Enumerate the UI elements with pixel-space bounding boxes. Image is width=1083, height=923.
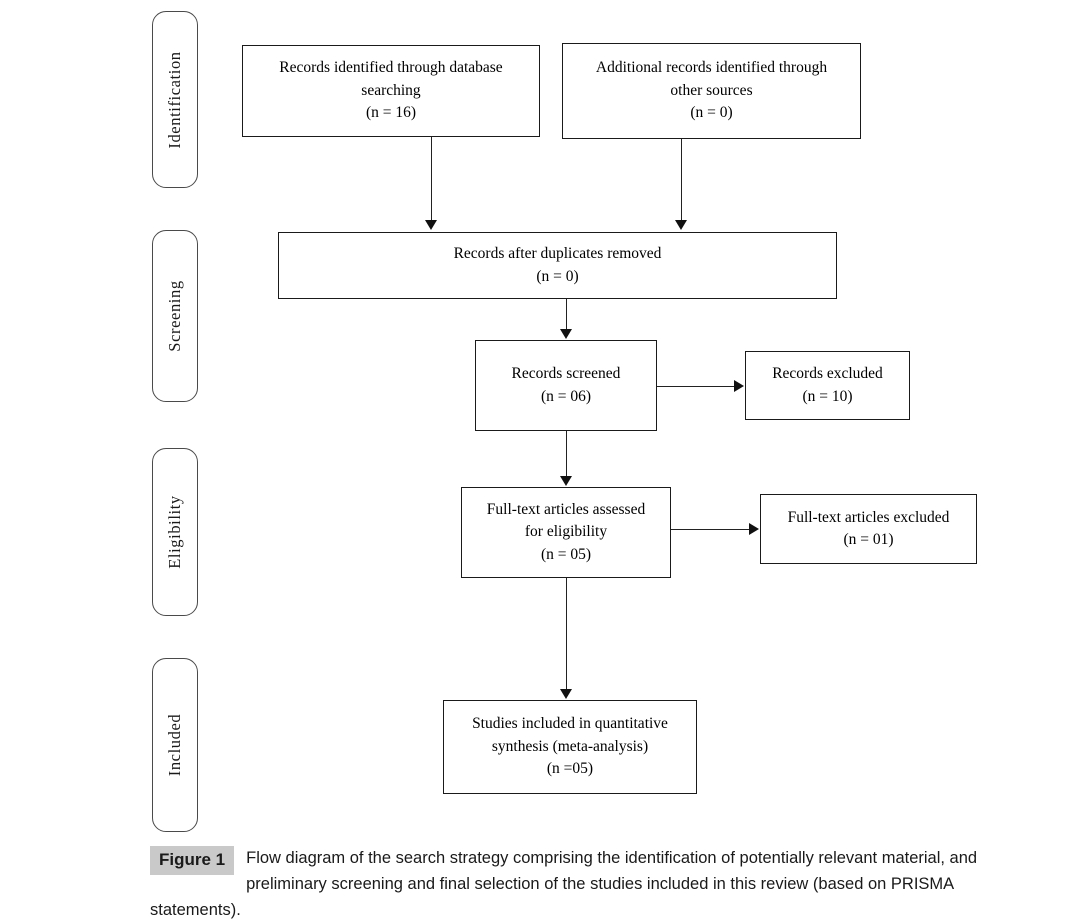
node-fulltext-assessed-count: (n = 05) xyxy=(540,545,592,563)
node-fulltext-assessed-line2: for eligibility xyxy=(524,523,608,541)
stage-label-eligibility-text: Eligibility xyxy=(165,495,184,569)
node-additional-records-line1: Additional records identified through xyxy=(595,59,828,77)
figure-caption: Figure 1 Flow diagram of the search stra… xyxy=(150,845,1040,923)
node-database-records: Records identified through database sear… xyxy=(242,45,540,137)
arrowhead-screened-to-fulltext xyxy=(560,476,572,486)
stage-label-included-text: Included xyxy=(165,713,184,777)
stage-label-screening: Screening xyxy=(152,230,198,402)
node-database-records-line1: Records identified through database xyxy=(279,59,503,77)
node-records-excluded: Records excluded (n = 10) xyxy=(745,351,910,420)
node-database-records-count: (n = 16) xyxy=(365,104,417,122)
node-additional-records-count: (n = 0) xyxy=(690,104,733,122)
arrowhead-database-to-duplicates xyxy=(425,220,437,230)
stage-label-included: Included xyxy=(152,658,198,832)
arrowhead-additional-to-duplicates xyxy=(675,220,687,230)
node-database-records-line2: searching xyxy=(361,81,421,99)
connector-fulltext-to-included xyxy=(566,578,567,691)
node-records-screened-line1: Records screened xyxy=(511,365,621,383)
stage-label-screening-text: Screening xyxy=(165,280,184,352)
arrowhead-fulltext-to-included xyxy=(560,689,572,699)
node-studies-included-line1: Studies included in quantitative xyxy=(472,715,668,733)
figure-caption-text: Flow diagram of the search strategy comp… xyxy=(150,849,978,919)
arrowhead-duplicates-to-screened xyxy=(560,329,572,339)
node-records-excluded-count: (n = 10) xyxy=(802,387,853,405)
node-records-screened: Records screened (n = 06) xyxy=(475,340,657,431)
node-additional-records-line2: other sources xyxy=(670,81,753,99)
node-additional-records: Additional records identified through ot… xyxy=(562,43,861,139)
node-records-screened-count: (n = 06) xyxy=(540,387,592,405)
connector-screened-to-excluded xyxy=(657,386,735,387)
node-records-excluded-line1: Records excluded xyxy=(772,365,883,383)
node-studies-included: Studies included in quantitative synthes… xyxy=(443,700,697,794)
connector-screened-to-fulltext xyxy=(566,431,567,477)
stage-label-eligibility: Eligibility xyxy=(152,448,198,616)
stage-label-identification: Identification xyxy=(152,11,198,188)
prisma-flow-diagram: Identification Screening Eligibility Inc… xyxy=(152,11,977,832)
node-fulltext-assessed: Full-text articles assessed for eligibil… xyxy=(461,487,671,578)
node-studies-included-line2: synthesis (meta-analysis) xyxy=(491,737,649,755)
arrowhead-screened-to-excluded xyxy=(734,380,744,392)
node-fulltext-excluded-count: (n = 01) xyxy=(843,531,894,548)
connector-fulltext-to-excluded xyxy=(671,529,750,530)
stage-label-identification-text: Identification xyxy=(165,50,184,149)
connector-additional-to-duplicates xyxy=(681,139,682,222)
node-fulltext-excluded: Full-text articles excluded (n = 01) xyxy=(760,494,977,564)
node-duplicates-removed: Records after duplicates removed (n = 0) xyxy=(278,232,837,299)
node-duplicates-removed-line1: Records after duplicates removed xyxy=(453,245,662,263)
arrowhead-fulltext-to-excluded xyxy=(749,523,759,535)
node-studies-included-count: (n =05) xyxy=(546,760,594,778)
node-duplicates-removed-count: (n = 0) xyxy=(536,267,579,285)
node-fulltext-excluded-line1: Full-text articles excluded xyxy=(787,508,950,526)
figure-number-badge: Figure 1 xyxy=(150,846,235,875)
connector-database-to-duplicates xyxy=(431,137,432,222)
connector-duplicates-to-screened xyxy=(566,299,567,330)
node-fulltext-assessed-line1: Full-text articles assessed xyxy=(486,500,646,518)
